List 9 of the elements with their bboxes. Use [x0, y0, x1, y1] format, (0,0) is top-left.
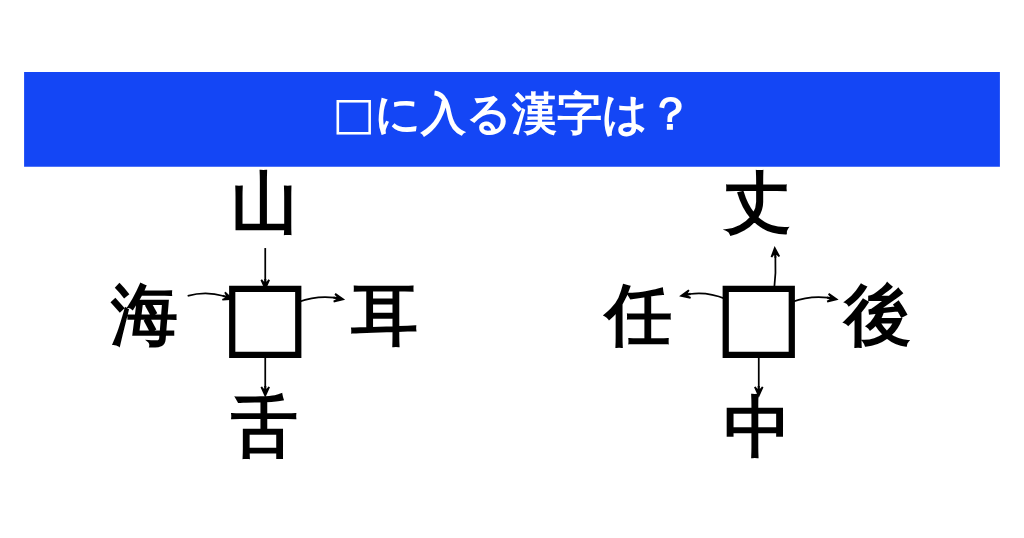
node-text: 山 — [230, 163, 298, 242]
node-text: 海 — [111, 275, 179, 354]
diagram-title: □に入る漢字は？ — [332, 86, 693, 140]
node-text: 任 — [604, 275, 672, 354]
node-text: 舌 — [230, 387, 298, 466]
node-text: 中 — [724, 387, 792, 466]
node-text: 丈 — [724, 163, 792, 242]
node-text: 耳 — [350, 275, 418, 354]
node-text: 後 — [844, 275, 912, 354]
